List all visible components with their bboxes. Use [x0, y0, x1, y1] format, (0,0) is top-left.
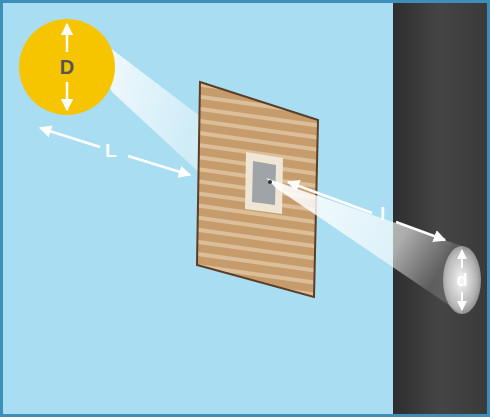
- distance-label: L: [105, 140, 117, 162]
- dimension-arrow: [66, 24, 69, 52]
- distance-label: l: [380, 203, 385, 225]
- dark-wall: [393, 3, 487, 414]
- pinhole: [268, 180, 272, 184]
- sky-background: [3, 3, 487, 414]
- cardboard: [197, 82, 318, 297]
- dimension-arrow: [288, 182, 372, 213]
- image-beam: [266, 178, 462, 314]
- dimension-letter: D: [60, 56, 74, 79]
- dimension-arrow: [461, 250, 463, 268]
- dimension-arrow: [66, 82, 69, 110]
- dimension-arrow: [461, 292, 463, 310]
- dimension-arrow: [40, 128, 100, 147]
- dimension-arrow: [396, 222, 445, 240]
- dimension-letter: d: [457, 270, 468, 291]
- dimension-arrow: [128, 156, 190, 175]
